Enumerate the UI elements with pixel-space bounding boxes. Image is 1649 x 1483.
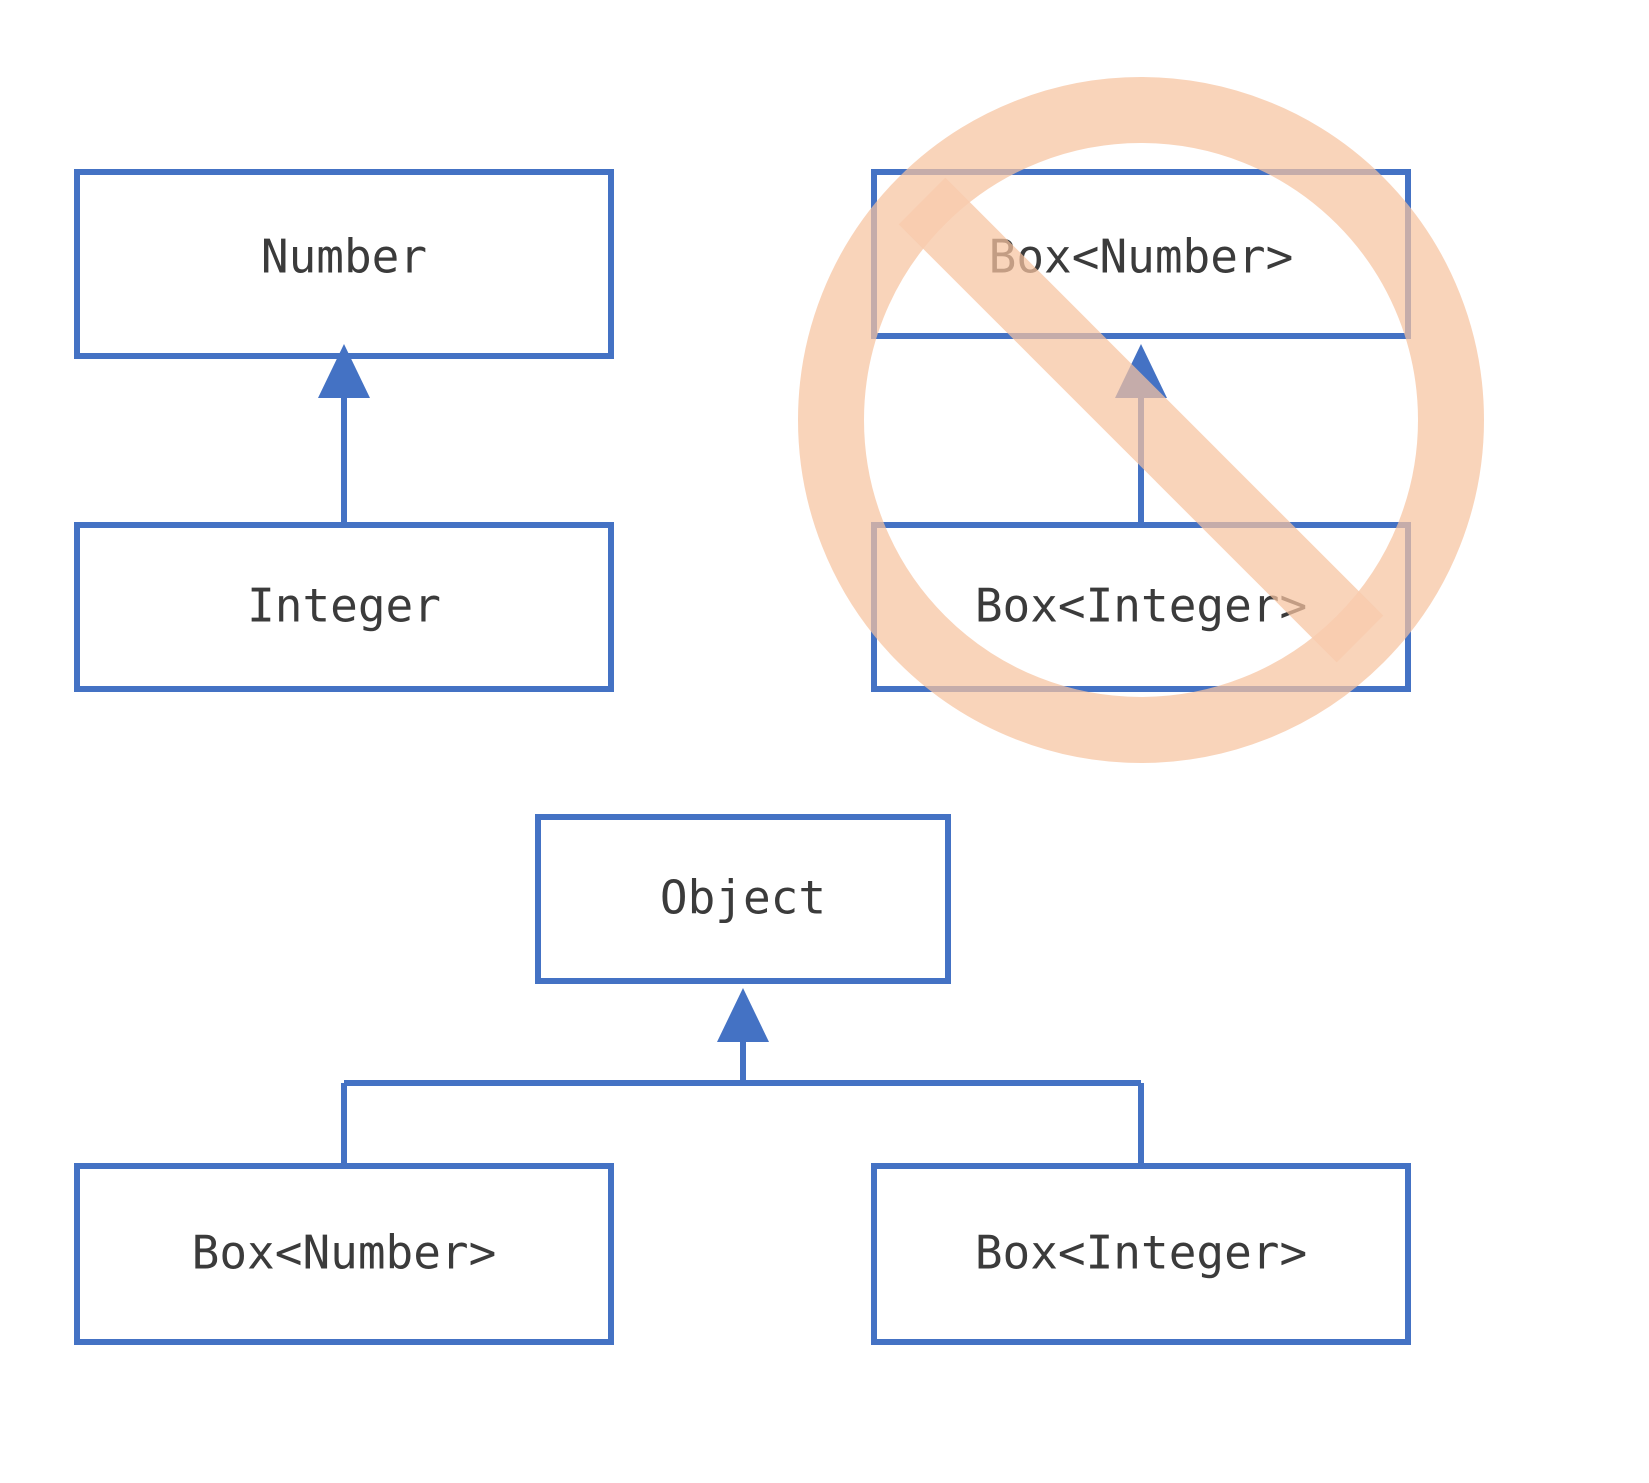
class-box-object[interactable]	[535, 814, 951, 984]
class-box-box-number-bottom[interactable]	[74, 1163, 614, 1345]
arrowhead-integer-to-number	[318, 344, 370, 398]
class-box-number[interactable]	[74, 169, 614, 359]
class-label-integer: Integer	[247, 579, 441, 633]
class-label-box-integer-bottom: Box<Integer>	[975, 1226, 1307, 1280]
group-actual-object-hierarchy: Object Box<Number> Box<Integer>	[74, 814, 1411, 1345]
class-box-box-integer-bottom[interactable]	[871, 1163, 1411, 1345]
class-label-object: Object	[660, 871, 826, 925]
no-entry-icon	[798, 77, 1484, 763]
class-label-number: Number	[261, 230, 427, 284]
class-label-box-integer-top: Box<Integer>	[975, 579, 1307, 633]
class-label-box-number-bottom: Box<Number>	[192, 1226, 497, 1280]
arrowhead-to-object	[717, 988, 769, 1042]
class-box-integer[interactable]	[74, 522, 614, 692]
group-valid-type-hierarchy: Number Integer	[74, 169, 614, 692]
